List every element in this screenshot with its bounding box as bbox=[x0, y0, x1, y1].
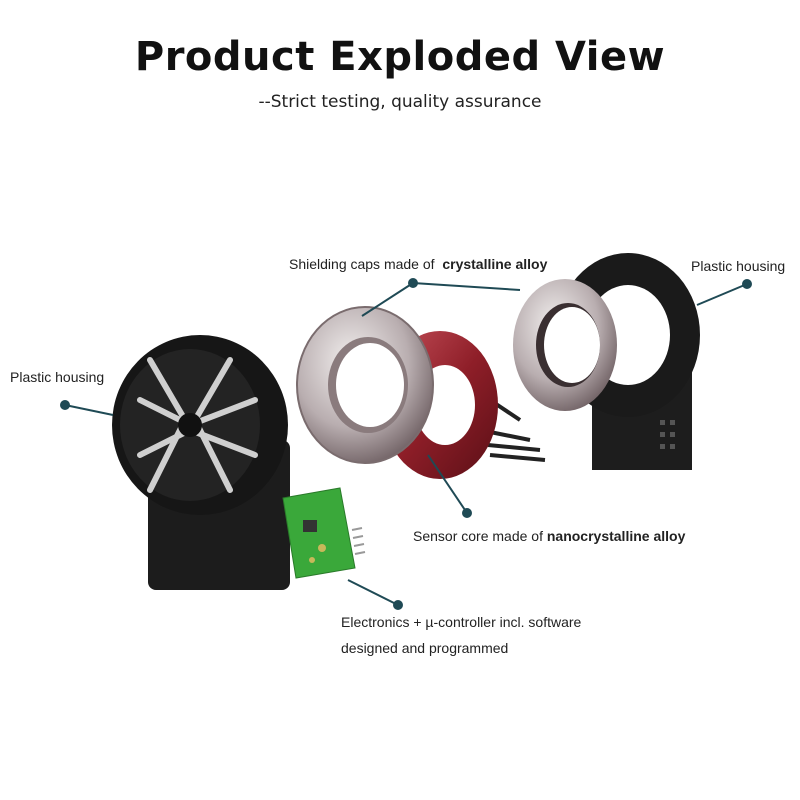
callout-line-electronics bbox=[347, 579, 403, 610]
label-sensor-core: Sensor core made of nanocrystalline allo… bbox=[413, 528, 685, 544]
page-title: Product Exploded View bbox=[134, 34, 666, 80]
callout-line-core bbox=[427, 454, 472, 518]
electronics-pcb bbox=[282, 487, 366, 579]
label-right-plastic-housing: Plastic housing bbox=[691, 258, 786, 274]
left-plastic-housing bbox=[112, 335, 290, 590]
label-electronics-line2: designed and programmed bbox=[341, 640, 509, 656]
label-core-bold: nanocrystalline alloy bbox=[546, 528, 686, 544]
label-shielding-caps: Shielding caps made of crystalline alloy bbox=[289, 256, 547, 272]
callout-line-shielding bbox=[361, 278, 521, 317]
label-core-prefix: Sensor core made of bbox=[413, 528, 543, 544]
label-shielding-bold: crystalline alloy bbox=[442, 256, 548, 272]
label-shielding-prefix: Shielding caps made of bbox=[289, 256, 435, 272]
right-shielding-cap bbox=[513, 279, 617, 411]
page-subtitle: --Strict testing, quality assurance bbox=[258, 92, 542, 112]
front-shielding-cap bbox=[296, 306, 434, 464]
label-electronics-line1: Electronics + µ-controller incl. softwar… bbox=[341, 614, 582, 630]
callout-line-left-housing bbox=[60, 400, 114, 416]
callout-line-right-housing bbox=[696, 279, 752, 306]
label-left-plastic-housing: Plastic housing bbox=[10, 369, 105, 385]
